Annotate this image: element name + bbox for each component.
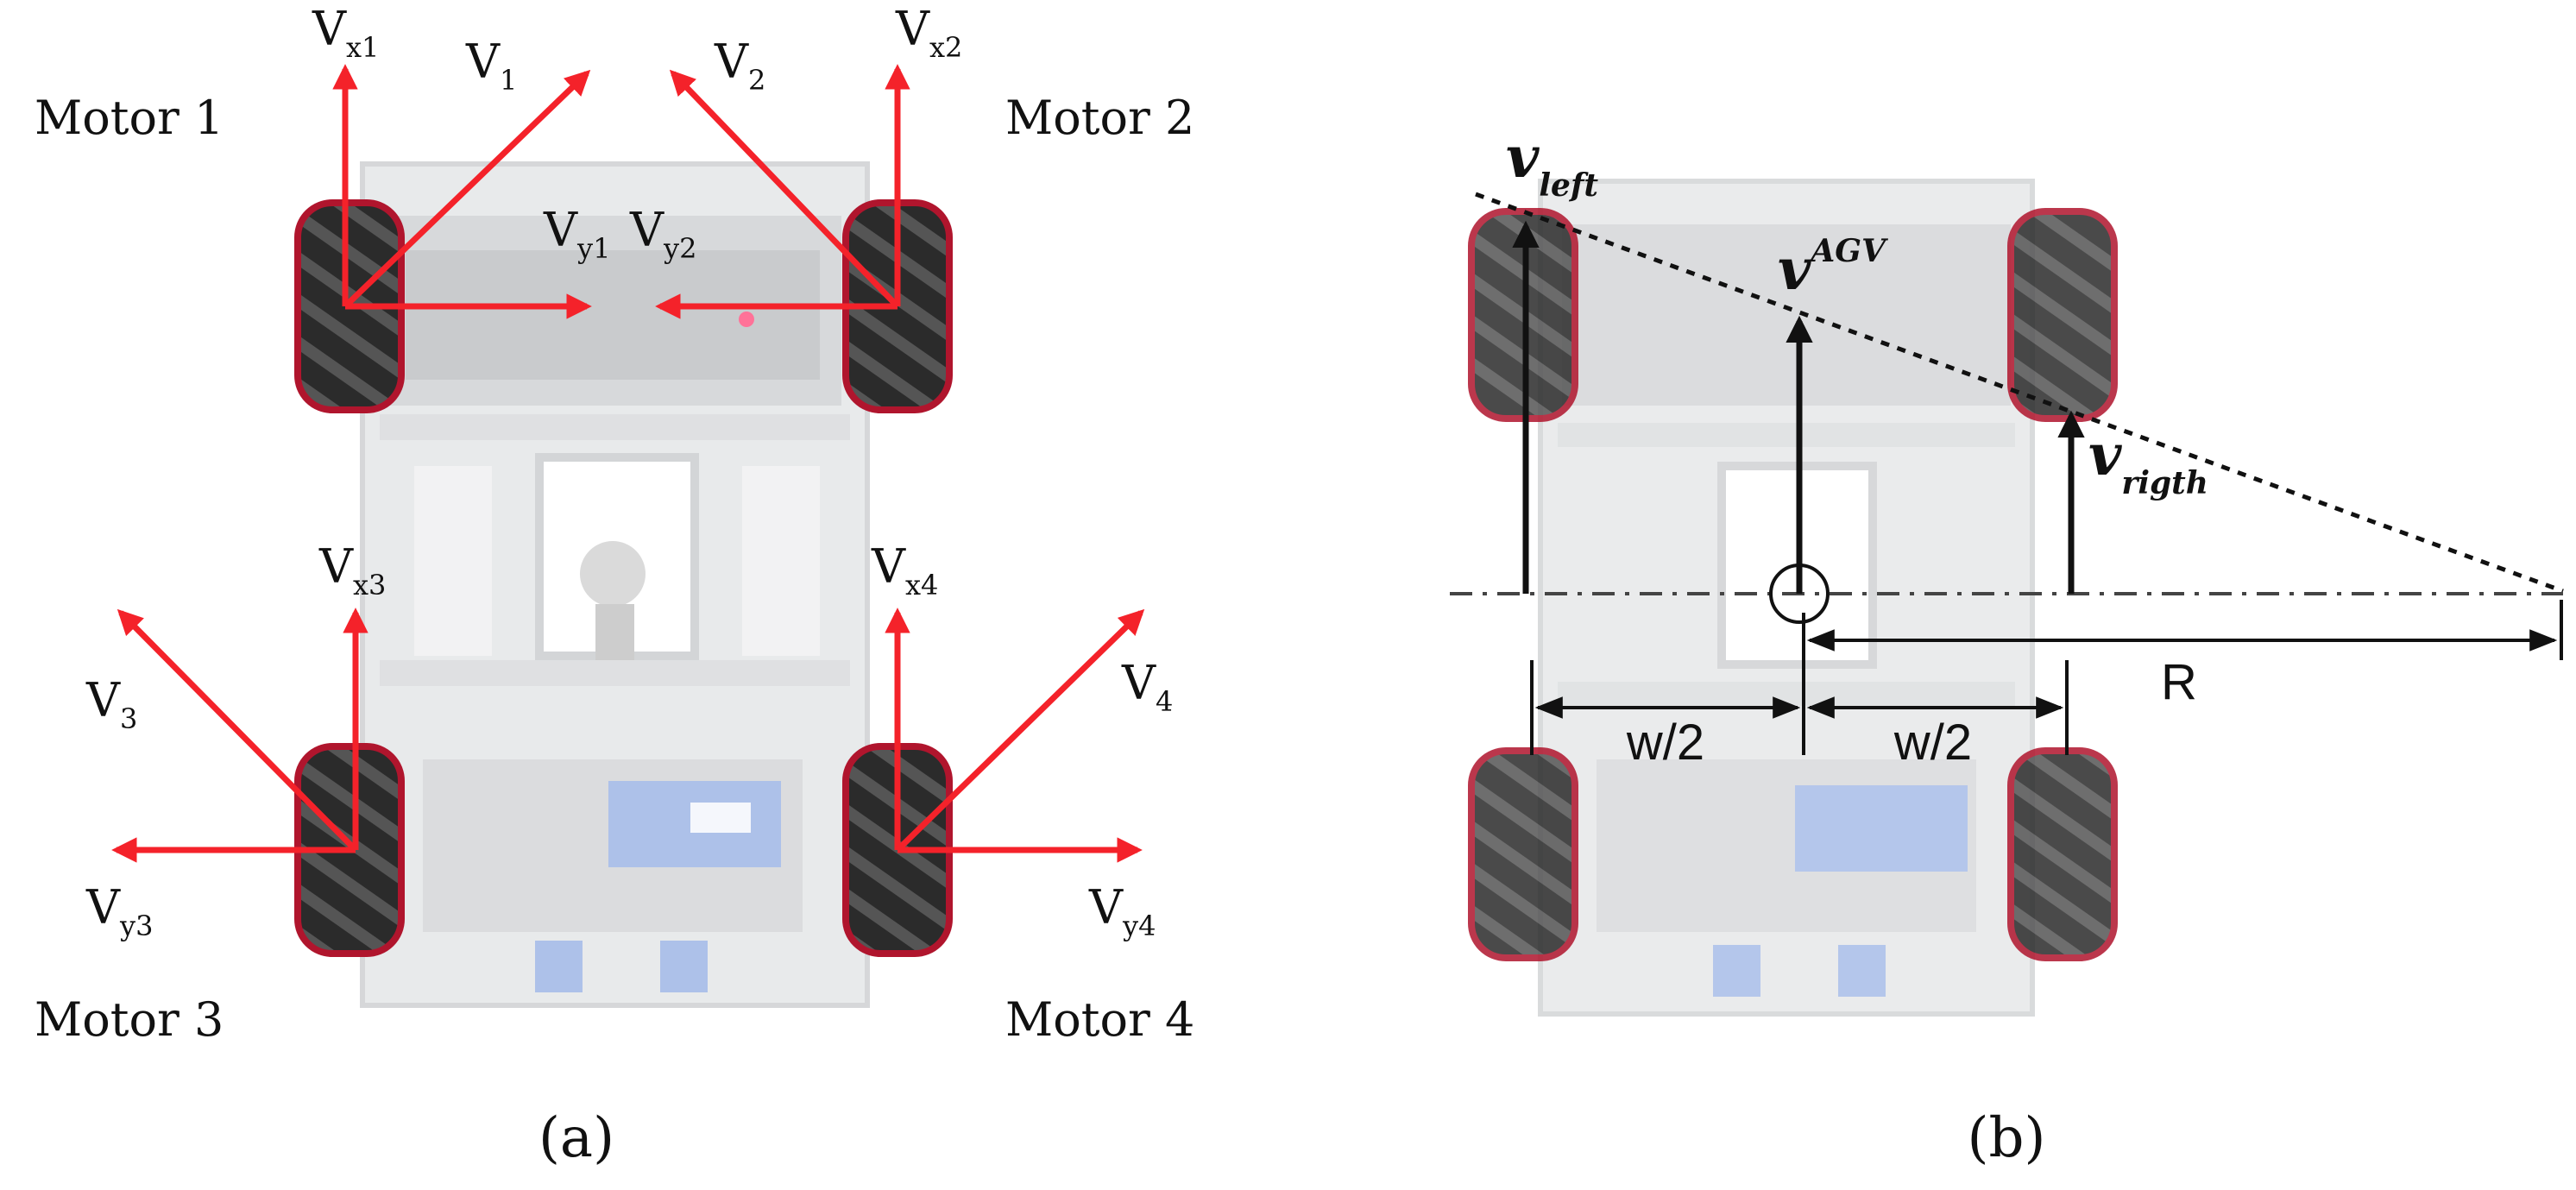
label-vx2: Vx2 — [895, 2, 962, 64]
label-v1: V1 — [465, 35, 517, 97]
label-v2: V2 — [714, 35, 765, 97]
label-v4: V4 — [1121, 656, 1173, 718]
wheel-b-front-right — [2007, 208, 2118, 422]
caption-b: (b) — [1968, 1106, 2046, 1170]
label-v3: V3 — [85, 673, 137, 735]
label-v-left: vleft — [1506, 123, 1598, 204]
label-vy1: Vy1 — [543, 203, 610, 265]
arrow-v2 — [669, 69, 900, 309]
label-v-right: vrigth — [2088, 421, 2208, 501]
wheel-b-rear-right — [2007, 747, 2118, 961]
robot-chassis-a — [360, 161, 870, 1008]
velocity-arrows-a — [111, 64, 1145, 863]
label-vx3: Vx3 — [318, 539, 386, 601]
arrow-v1 — [343, 69, 591, 309]
arrow-v3 — [117, 608, 358, 853]
panel-a: Motor 1 Motor 2 Motor 3 Motor 4 Vx1 V1 V… — [35, 2, 1194, 1170]
label-motor-1: Motor 1 — [35, 91, 224, 145]
label-vy2: Vy2 — [629, 203, 696, 265]
velocity-profile-line — [1475, 192, 2564, 594]
label-v-agv: vAGV — [1778, 233, 1888, 303]
label-vy3: Vy3 — [85, 880, 153, 942]
label-half-width-right: w/2 — [1893, 715, 1972, 771]
agv-center-marker — [1769, 564, 1830, 624]
label-vy4: Vy4 — [1088, 880, 1156, 942]
wheel-b-rear-left — [1468, 747, 1578, 961]
label-radius: R — [2161, 654, 2197, 710]
label-vx4: Vx4 — [871, 539, 938, 601]
arrow-v4 — [895, 608, 1145, 853]
label-motor-4: Motor 4 — [1005, 992, 1194, 1047]
label-half-width-left: w/2 — [1626, 715, 1704, 771]
label-motor-3: Motor 3 — [35, 992, 224, 1047]
caption-a: (a) — [539, 1106, 614, 1170]
label-motor-2: Motor 2 — [1005, 91, 1194, 145]
panel-b: vleft vAGV vrigth w/2 w/2 R (b) — [1450, 123, 2564, 1170]
label-vx1: Vx1 — [312, 2, 379, 64]
